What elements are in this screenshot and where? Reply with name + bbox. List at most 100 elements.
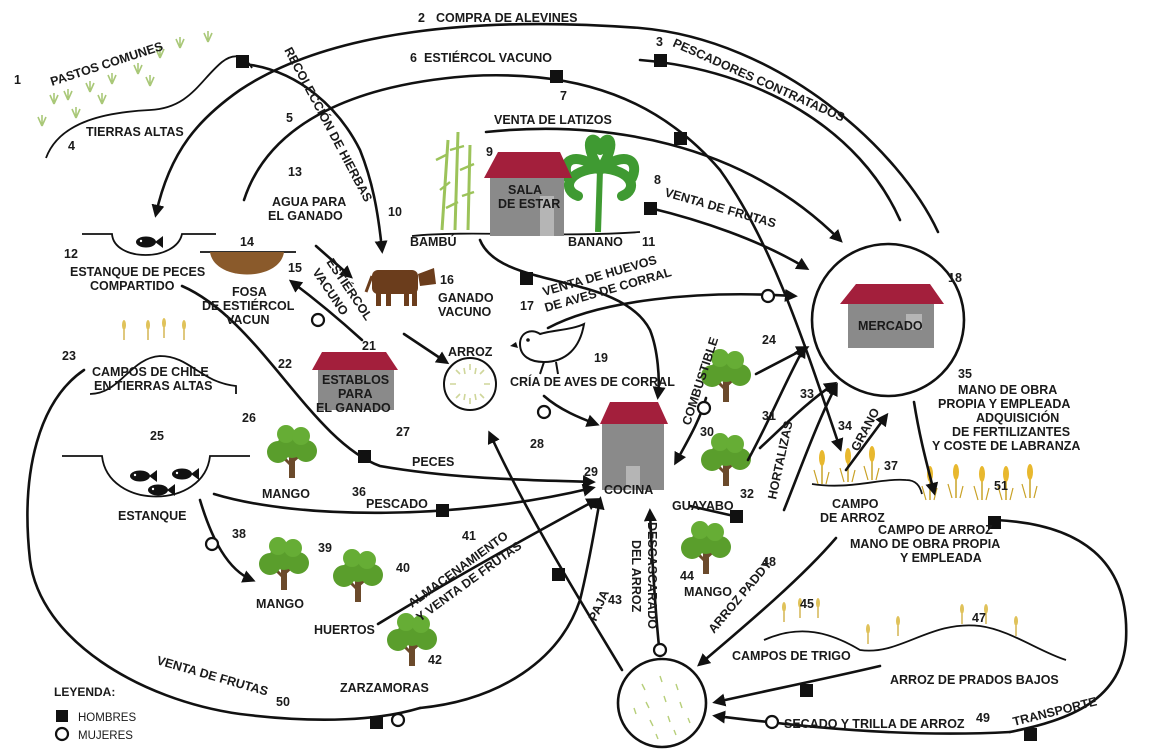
num-12: 12 <box>64 247 78 261</box>
node-numbers: 1 2 3 4 5 6 7 8 9 10 11 12 13 14 15 16 1… <box>14 11 1008 725</box>
label-mano-obra-5: Y COSTE DE LABRANZA <box>932 439 1080 453</box>
num-25: 25 <box>150 429 164 443</box>
label-del-arroz: DEL ARROZ <box>629 540 643 613</box>
bamboo-illustration <box>435 131 475 231</box>
num-41: 41 <box>462 529 476 543</box>
label-secado-trilla: SECADO Y TRILLA DE ARROZ <box>784 717 965 731</box>
num-23: 23 <box>62 349 76 363</box>
banana-illustration <box>560 134 640 233</box>
label-estiercol-vacuno-6: ESTIÉRCOL VACUNO <box>424 50 552 65</box>
num-34: 34 <box>838 419 852 433</box>
label-mano-obra-propia: MANO DE OBRA PROPIA <box>850 537 1000 551</box>
legend-women-circle-icon <box>54 726 70 742</box>
label-descascarado: DESCASCARADO <box>645 522 659 629</box>
highland-hill <box>45 55 253 159</box>
num-42: 42 <box>428 653 442 667</box>
manure-pit <box>200 251 296 275</box>
poultry-bird <box>510 322 586 375</box>
stables-house <box>312 352 398 410</box>
legend-men-square-icon <box>56 710 68 722</box>
label-banano: BANANO <box>568 235 623 249</box>
num-14: 14 <box>240 235 254 249</box>
rice-field-37 <box>811 445 923 495</box>
num-33: 33 <box>800 387 814 401</box>
num-38: 38 <box>232 527 246 541</box>
label-mano-obra-1: MANO DE OBRA <box>958 383 1057 397</box>
label-tierras-altas-23: EN TIERRAS ALTAS <box>94 379 213 393</box>
label-estanque: ESTANQUE <box>118 509 187 523</box>
label-pescadores-contratados: PESCADORES CONTRATADOS <box>671 36 847 125</box>
women-markers <box>204 288 780 730</box>
label-el-ganado-21: EL GANADO <box>316 401 391 415</box>
num-1: 1 <box>14 73 21 87</box>
threshing-floor <box>616 657 708 749</box>
label-y-empleada: Y EMPLEADA <box>900 551 982 565</box>
kitchen-house <box>600 402 668 490</box>
legend-women: MUJERES <box>78 730 133 742</box>
living-room-house <box>484 152 572 236</box>
num-6: 6 <box>410 51 417 65</box>
label-vacuno: VACUNO <box>438 305 492 319</box>
num-13: 13 <box>288 165 302 179</box>
label-cocina: COCINA <box>604 483 653 497</box>
men-markers <box>236 54 1037 741</box>
num-11: 11 <box>642 235 655 249</box>
num-17: 17 <box>520 299 534 313</box>
num-47: 47 <box>972 611 986 625</box>
label-huertos: HUERTOS <box>314 623 375 637</box>
label-mango-44: MANGO <box>684 585 732 599</box>
guava-tree-32 <box>699 431 753 488</box>
num-9: 9 <box>486 145 493 159</box>
label-fosa: FOSA <box>232 285 267 299</box>
label-recoleccion-hierbas: RECOLECCIÓN DE HIERBAS <box>281 44 375 204</box>
wheat-fields <box>763 597 1067 661</box>
label-campo-arroz-51: CAMPO DE ARROZ <box>878 523 993 537</box>
chili-fields <box>89 317 237 395</box>
label-campos-chile: CAMPOS DE CHILE <box>92 365 209 379</box>
num-29: 29 <box>584 465 598 479</box>
num-4: 4 <box>68 139 75 153</box>
num-35: 35 <box>958 367 972 381</box>
num-49: 49 <box>976 711 990 725</box>
mango-tree-39 <box>257 535 311 592</box>
label-mango-39: MANGO <box>256 597 304 611</box>
label-campos-trigo: CAMPOS DE TRIGO <box>732 649 851 663</box>
label-pescado: PESCADO <box>366 497 428 511</box>
label-guayabo: GUAYABO <box>672 499 734 513</box>
label-el-ganado: EL GANADO <box>268 209 343 223</box>
label-mano-obra-3: ADQUISICIÓN <box>976 410 1059 425</box>
label-estanque-peces: ESTANQUE DE PECES <box>70 265 205 279</box>
num-18: 18 <box>948 271 962 285</box>
num-21: 21 <box>362 339 376 353</box>
orchard-tree-40 <box>331 547 385 604</box>
flow-arrows <box>26 22 1128 735</box>
label-de-estar: DE ESTAR <box>498 197 560 211</box>
label-compra-alevines: COMPRA DE ALEVINES <box>436 11 577 25</box>
num-27: 27 <box>396 425 410 439</box>
num-26: 26 <box>242 411 256 425</box>
label-venta-latizos: VENTA DE LATIZOS <box>494 113 612 127</box>
num-16: 16 <box>440 273 454 287</box>
label-venta-frutas-50: VENTA DE FRUTAS <box>155 653 269 698</box>
label-compartido: COMPARTIDO <box>90 279 175 293</box>
label-establos: ESTABLOS <box>322 373 389 387</box>
num-7: 7 <box>560 89 567 103</box>
label-tierras-altas: TIERRAS ALTAS <box>86 125 184 139</box>
label-venta-frutas-8: VENTA DE FRUTAS <box>663 185 777 230</box>
label-arroz: ARROZ <box>448 345 493 359</box>
num-19: 19 <box>594 351 608 365</box>
pond-illustration <box>62 455 250 498</box>
label-vacun: VACUN <box>226 313 270 327</box>
num-36: 36 <box>352 485 366 499</box>
num-44: 44 <box>680 569 694 583</box>
label-mano-obra-2: PROPIA Y EMPLEADA <box>938 397 1070 411</box>
label-cria-aves: CRÍA DE AVES DE CORRAL <box>510 374 675 389</box>
label-de-estiercol: DE ESTIÉRCOL <box>202 298 295 313</box>
num-22: 22 <box>278 357 292 371</box>
num-15: 15 <box>288 261 302 275</box>
num-37: 37 <box>884 459 898 473</box>
num-51: 51 <box>994 479 1008 493</box>
legend-title: LEYENDA: <box>54 685 115 699</box>
